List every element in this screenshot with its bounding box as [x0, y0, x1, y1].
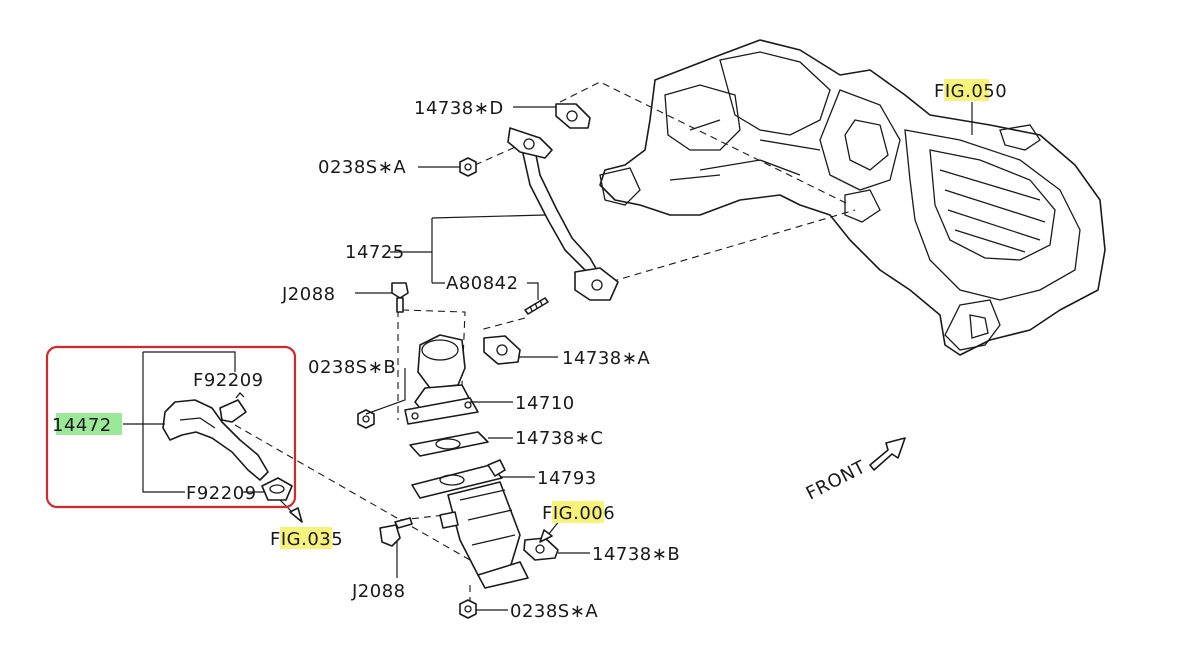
bolt-j2088-bottom [379, 517, 413, 547]
label-0238s-b[interactable]: 0238S∗B [308, 357, 396, 378]
egr-valve [404, 334, 479, 425]
clamp-f92209-bottom [261, 477, 293, 501]
label-0238s-a-top[interactable]: 0238S∗A [318, 157, 406, 178]
front-label: FRONT [803, 456, 870, 504]
intake-manifold [599, 39, 1106, 356]
label-14738-d[interactable]: 14738∗D [414, 98, 504, 119]
fig035-arrow [279, 499, 303, 523]
egr-cooler [411, 459, 529, 589]
fig006-highlight [552, 501, 604, 523]
label-f92209-bottom[interactable]: F92209 [186, 483, 257, 504]
label-j2088-bottom[interactable]: J2088 [351, 581, 406, 602]
stud-a80842 [524, 297, 549, 315]
label-14738-c[interactable]: 14738∗C [515, 428, 603, 449]
label-0238s-a-bottom[interactable]: 0238S∗A [510, 601, 598, 622]
hose-14472 [162, 399, 269, 481]
part-14472-highlight [56, 413, 122, 435]
label-14738-b[interactable]: 14738∗B [592, 544, 680, 565]
fig050-highlight [944, 79, 989, 101]
leader-lines [123, 102, 973, 611]
label-part-14472[interactable]: 14472 [52, 415, 112, 436]
gasket-14738-d [555, 103, 591, 129]
gasket-14738-c [409, 431, 489, 457]
front-arrow-icon [869, 437, 906, 471]
gasket-14738-a [483, 335, 521, 365]
label-14738-a[interactable]: 14738∗A [562, 348, 650, 369]
label-14793[interactable]: 14793 [537, 468, 597, 489]
label-14710[interactable]: 14710 [515, 393, 575, 414]
link-fig006[interactable]: FIG.006 [542, 503, 615, 524]
link-fig050[interactable]: FIG.050 [934, 81, 1007, 102]
nut-0238s-b [357, 409, 375, 429]
label-j2088-top[interactable]: J2088 [281, 284, 336, 305]
selection-box[interactable] [45, 345, 297, 509]
clamp-f92209-top [219, 392, 247, 423]
egr-pipe [507, 127, 619, 301]
label-f92209-top[interactable]: F92209 [193, 370, 264, 391]
nut-0238s-a-top [459, 157, 477, 177]
bolt-j2088-top [391, 282, 409, 313]
link-fig035[interactable]: FIG.035 [270, 529, 343, 550]
label-14725[interactable]: 14725 [345, 242, 405, 263]
nut-0238s-a-bottom [459, 599, 477, 619]
label-a80842[interactable]: A80842 [446, 273, 519, 294]
fig035-highlight [280, 527, 332, 549]
